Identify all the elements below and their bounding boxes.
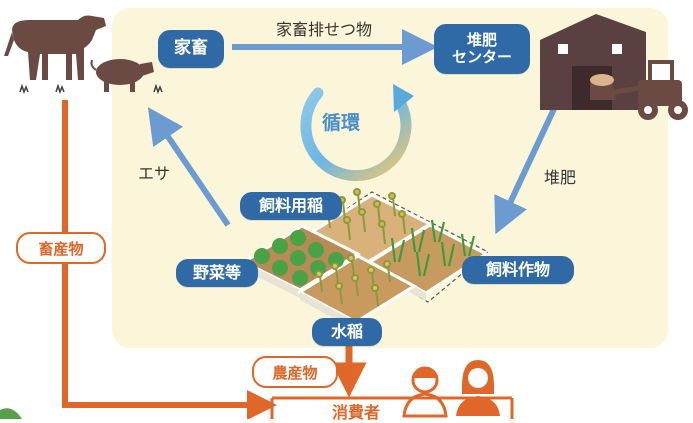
- cow-icon: [4, 15, 106, 80]
- livestock-products-arrow: [62, 100, 277, 419]
- vegetables-label: 野菜等: [192, 262, 241, 282]
- consumer-bracket: [270, 396, 514, 419]
- corner-leaf-shape: [0, 408, 22, 419]
- vegetables-node: 野菜等: [176, 259, 258, 287]
- feed-label: エサ: [138, 164, 171, 183]
- livestock-products-label: 畜産物: [16, 232, 106, 264]
- cycle-label: 循環: [322, 112, 361, 134]
- paddy-rice-label: 水稲: [330, 321, 363, 341]
- feed-rice-label: 飼料用稲: [258, 195, 323, 215]
- consumer-female-icon: [456, 360, 500, 416]
- wheel-loader-icon: [590, 60, 688, 120]
- cycle-ring: [300, 84, 414, 182]
- field-plots: [240, 188, 490, 330]
- livestock-label: 家畜: [174, 38, 208, 59]
- livestock-products-text: 畜産物: [38, 239, 84, 258]
- grass-icon: [19, 83, 163, 95]
- compost-arrow: [494, 94, 563, 235]
- feed-arrow: [147, 107, 231, 227]
- agri-products-text: 農産物: [272, 363, 318, 382]
- pig-icon: [90, 59, 154, 92]
- feed-crops-label: 飼料作物: [485, 259, 550, 279]
- consumers-label: 消費者: [332, 403, 381, 422]
- consumer-male-icon: [402, 366, 448, 418]
- feed-crops-node: 飼料作物: [462, 256, 574, 284]
- compost-label: 堆肥: [544, 168, 577, 187]
- feed-rice-node: 飼料用稲: [240, 192, 342, 220]
- compost-center-node: 堆肥 センター: [434, 24, 530, 74]
- manure-label: 家畜排せつ物: [276, 20, 373, 39]
- compost-center-label: 堆肥 センター: [451, 30, 512, 66]
- livestock-node: 家畜: [158, 30, 224, 68]
- agri-products-label: 農産物: [252, 356, 338, 388]
- paddy-rice-node: 水稲: [312, 318, 382, 346]
